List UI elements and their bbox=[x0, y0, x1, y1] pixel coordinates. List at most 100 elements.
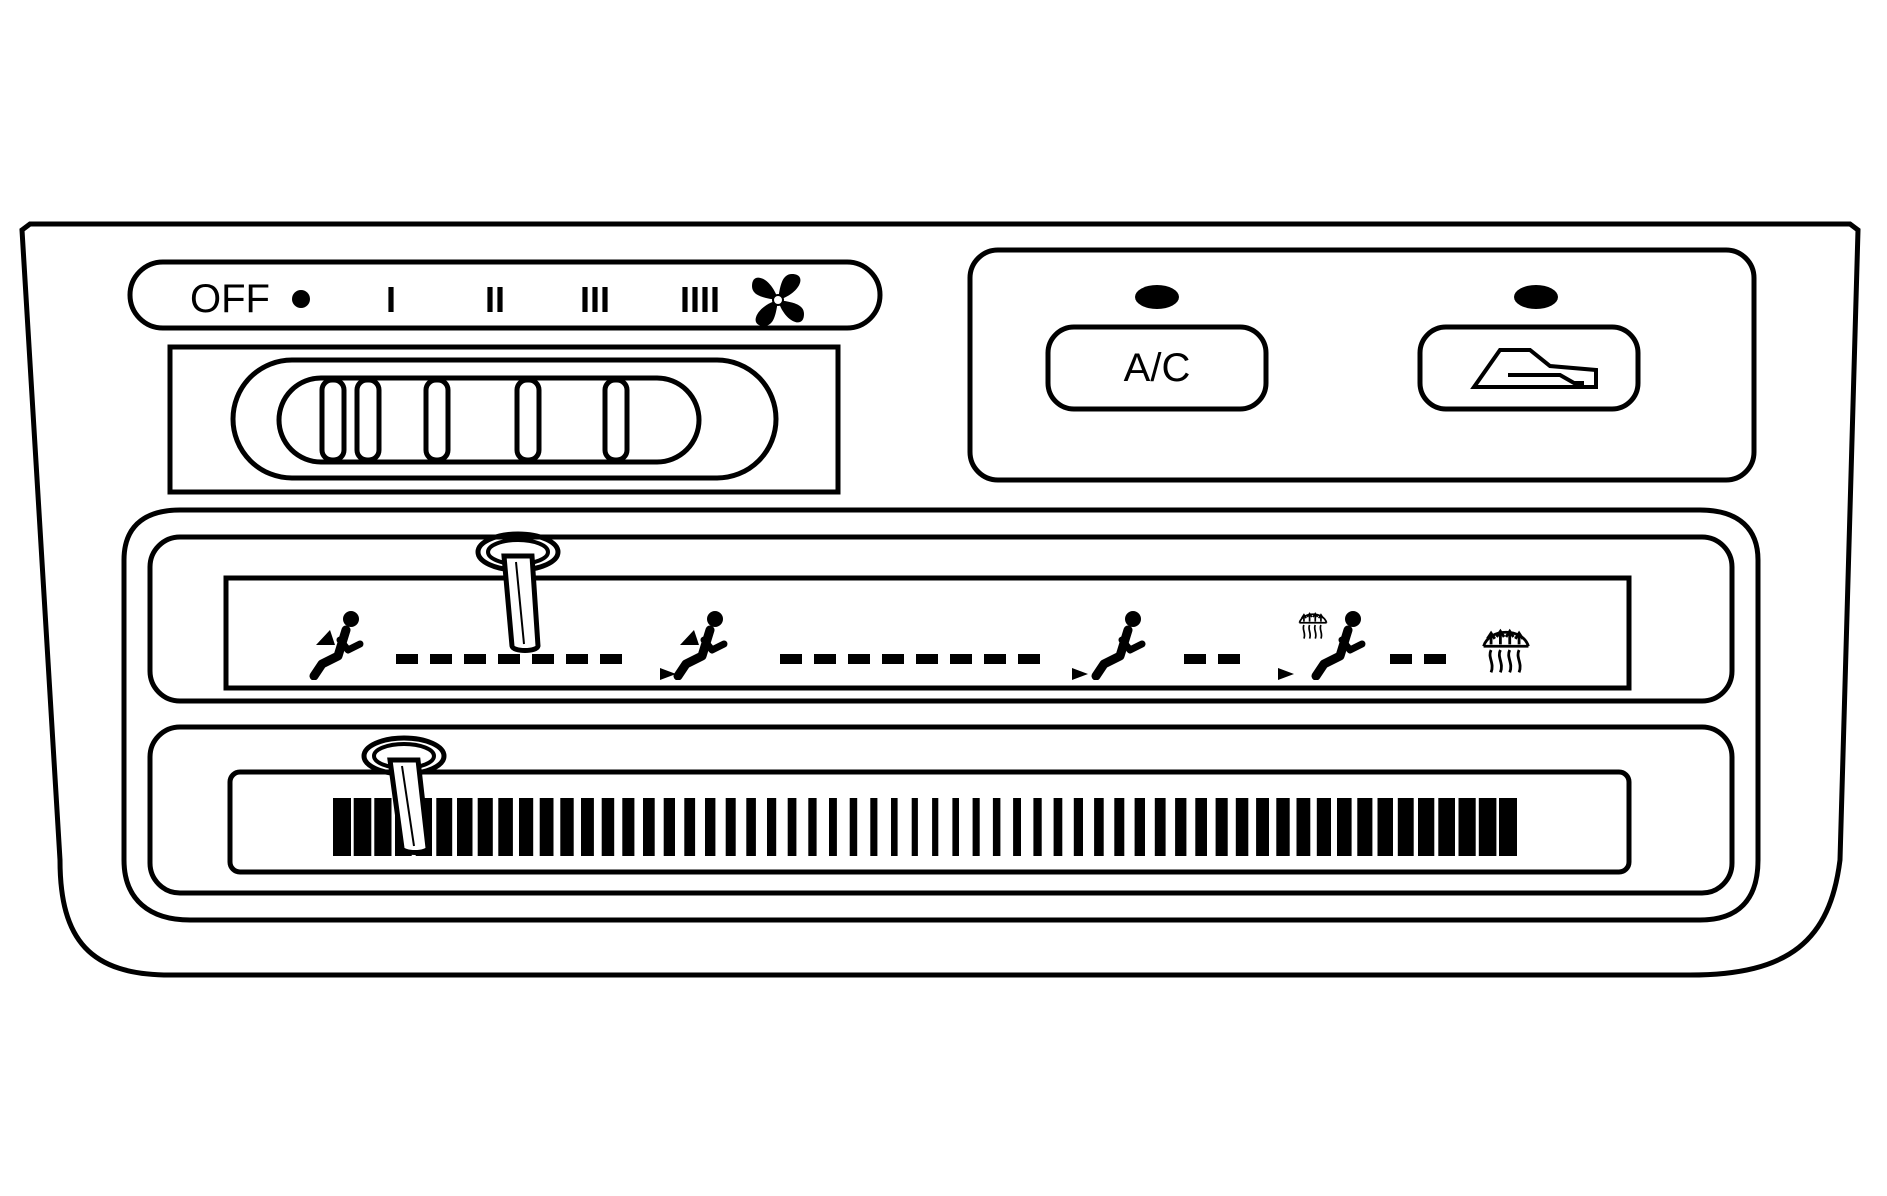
lever-module-bezel bbox=[121, 507, 1761, 923]
temperature-scale-bar bbox=[1296, 798, 1311, 856]
floor-mode-icon bbox=[1072, 611, 1142, 680]
temperature-scale-bar bbox=[1499, 798, 1517, 856]
temperature-scale-bar bbox=[952, 798, 959, 856]
temperature-scale-bar bbox=[1316, 798, 1331, 856]
fan-speed-detent bbox=[423, 377, 451, 463]
temperature-scale-bar bbox=[705, 798, 716, 856]
temperature-scale-bar bbox=[436, 798, 453, 856]
temperature-scale-bar bbox=[1134, 798, 1145, 856]
fan-speed-detent bbox=[514, 377, 542, 463]
fan-speed-detent bbox=[602, 377, 630, 463]
temperature-scale-bar bbox=[870, 798, 878, 856]
temperature-scale-bar bbox=[911, 798, 918, 856]
fan-speed-slider-bezel bbox=[230, 357, 779, 481]
fan-speed-3-label: III bbox=[580, 279, 610, 320]
temperature-scale-bar bbox=[891, 798, 898, 856]
temperature-scale-bar bbox=[622, 798, 635, 856]
temperature-scale-bar bbox=[498, 798, 513, 856]
fan-speed-label-strip bbox=[127, 259, 883, 331]
fan-speed-slider-frame bbox=[167, 344, 841, 495]
mode-dash-line bbox=[1184, 654, 1240, 664]
temperature-scale-bar bbox=[1397, 798, 1414, 856]
temperature-control-lever[interactable] bbox=[361, 735, 447, 855]
temperature-scale-bar bbox=[333, 798, 351, 856]
temperature-scale-bar bbox=[1357, 798, 1373, 856]
temperature-scale-bar bbox=[374, 798, 392, 856]
ac-button[interactable]: A/C bbox=[1045, 324, 1269, 412]
temperature-scale-bar bbox=[1377, 798, 1393, 856]
temperature-scale-bar bbox=[725, 798, 736, 856]
temperature-control-outer bbox=[147, 724, 1735, 896]
temperature-scale-bar bbox=[1215, 798, 1228, 856]
temperature-scale-bar bbox=[1175, 798, 1187, 856]
temperature-control-track bbox=[227, 769, 1632, 875]
mode-dash-line bbox=[780, 654, 1040, 664]
led-indicator-icon bbox=[1135, 285, 1179, 309]
mode-dash-line bbox=[1390, 654, 1446, 664]
temperature-scale-bar bbox=[746, 798, 756, 856]
fan-speed-slider-track[interactable] bbox=[276, 375, 702, 465]
fan-speed-off-label: OFF bbox=[190, 277, 270, 321]
temperature-scale-bar bbox=[560, 798, 574, 856]
panel-housing bbox=[19, 221, 1861, 978]
fan-speed-1-label: I bbox=[386, 279, 396, 320]
fan-speed-2-label: II bbox=[485, 279, 505, 320]
mode-control-lever[interactable] bbox=[475, 531, 561, 653]
floor-defrost-mode-icon bbox=[1278, 611, 1362, 680]
fan-speed-detent bbox=[354, 377, 382, 463]
vent-mode-icon bbox=[314, 611, 360, 676]
temperature-scale-bar bbox=[1337, 798, 1352, 856]
temperature-scale-bar bbox=[457, 798, 473, 856]
recirculation-icon bbox=[1470, 348, 1598, 389]
temperature-scale-bar bbox=[663, 798, 675, 856]
fan-speed-slider-knob[interactable] bbox=[319, 377, 347, 463]
temperature-scale-bar bbox=[767, 798, 777, 856]
button-module bbox=[967, 247, 1757, 483]
temperature-scale-bar bbox=[601, 798, 615, 856]
temperature-scale-bar bbox=[1418, 798, 1435, 856]
temperature-scale-bar bbox=[932, 798, 939, 856]
temperature-scale-bar bbox=[1053, 798, 1063, 856]
temperature-scale-bar bbox=[829, 798, 837, 856]
temperature-scale-bar bbox=[1276, 798, 1290, 856]
recirculation-button[interactable] bbox=[1417, 324, 1641, 412]
recirculation-arrow-icon bbox=[1508, 373, 1584, 385]
temperature-scale-bar bbox=[1478, 798, 1497, 856]
temperature-scale-bar bbox=[1094, 798, 1104, 856]
temperature-scale-bar bbox=[353, 798, 372, 856]
temperature-scale-bar bbox=[849, 798, 858, 856]
ac-button-label: A/C bbox=[1124, 346, 1191, 390]
temperature-scale-bar bbox=[808, 798, 817, 856]
temperature-scale-bar bbox=[1458, 798, 1476, 856]
fan-speed-4-label: IIII bbox=[680, 279, 720, 320]
temperature-scale-bar bbox=[1013, 798, 1021, 856]
temperature-scale-bar bbox=[684, 798, 696, 856]
defrost-mode-icon bbox=[1482, 629, 1530, 674]
temperature-scale-bar bbox=[519, 798, 534, 856]
mode-dash-line bbox=[396, 654, 622, 664]
mode-control-track bbox=[223, 575, 1632, 691]
temperature-scale-bar bbox=[1438, 798, 1455, 856]
temperature-scale-bar bbox=[1235, 798, 1249, 856]
temperature-scale-bar bbox=[1033, 798, 1042, 856]
temperature-scale-bar bbox=[1256, 798, 1269, 856]
temperature-scale-bar bbox=[477, 798, 493, 856]
temperature-scale-bar bbox=[1114, 798, 1125, 856]
temperature-scale-bar bbox=[643, 798, 655, 856]
temperature-scale-bar bbox=[1154, 798, 1166, 856]
temperature-scale-bar bbox=[972, 798, 980, 856]
led-indicator-icon bbox=[1514, 285, 1558, 309]
bi-level-mode-icon bbox=[660, 611, 724, 680]
temperature-scale-bar bbox=[787, 798, 797, 856]
temperature-scale-bar bbox=[1195, 798, 1207, 856]
dot-icon bbox=[292, 290, 310, 308]
temperature-scale-bar bbox=[581, 798, 594, 856]
mode-control-outer bbox=[147, 534, 1735, 704]
temperature-scale-bar bbox=[1073, 798, 1083, 856]
temperature-scale-bar bbox=[992, 798, 1001, 856]
fan-icon bbox=[752, 274, 804, 326]
temperature-scale-bar bbox=[539, 798, 554, 856]
temperature-scale-bars bbox=[333, 798, 1517, 856]
